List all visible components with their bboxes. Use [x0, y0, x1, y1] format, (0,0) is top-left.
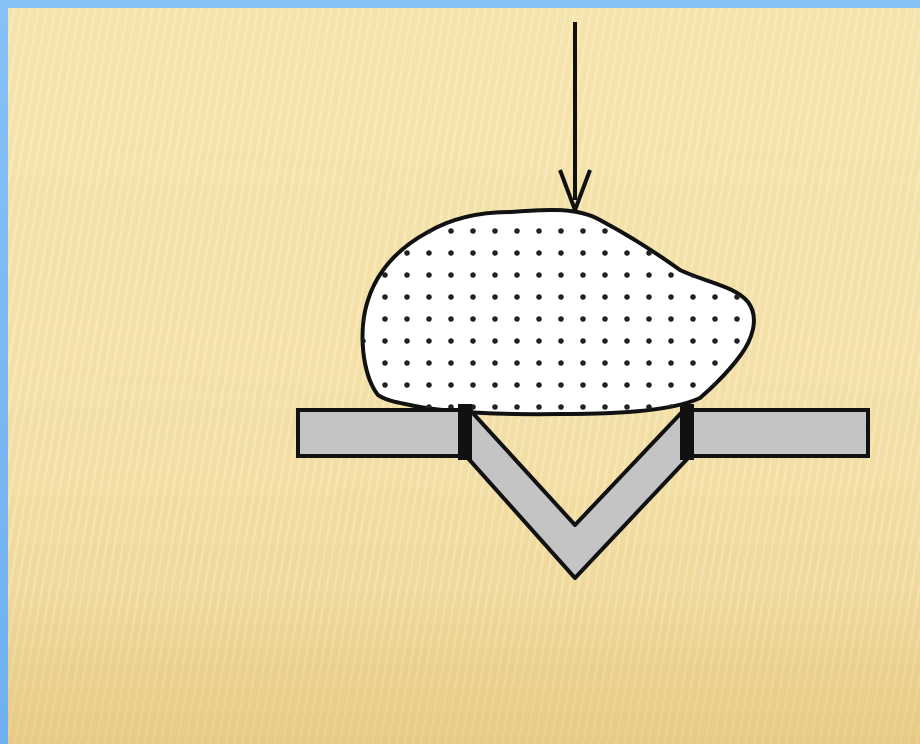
v-notch-plate [464, 408, 692, 580]
right-contact [680, 404, 694, 460]
force-arrow-icon [558, 22, 592, 216]
left-plate [296, 408, 468, 458]
particle [360, 207, 756, 417]
right-plate [690, 408, 870, 458]
left-contact [458, 404, 472, 460]
